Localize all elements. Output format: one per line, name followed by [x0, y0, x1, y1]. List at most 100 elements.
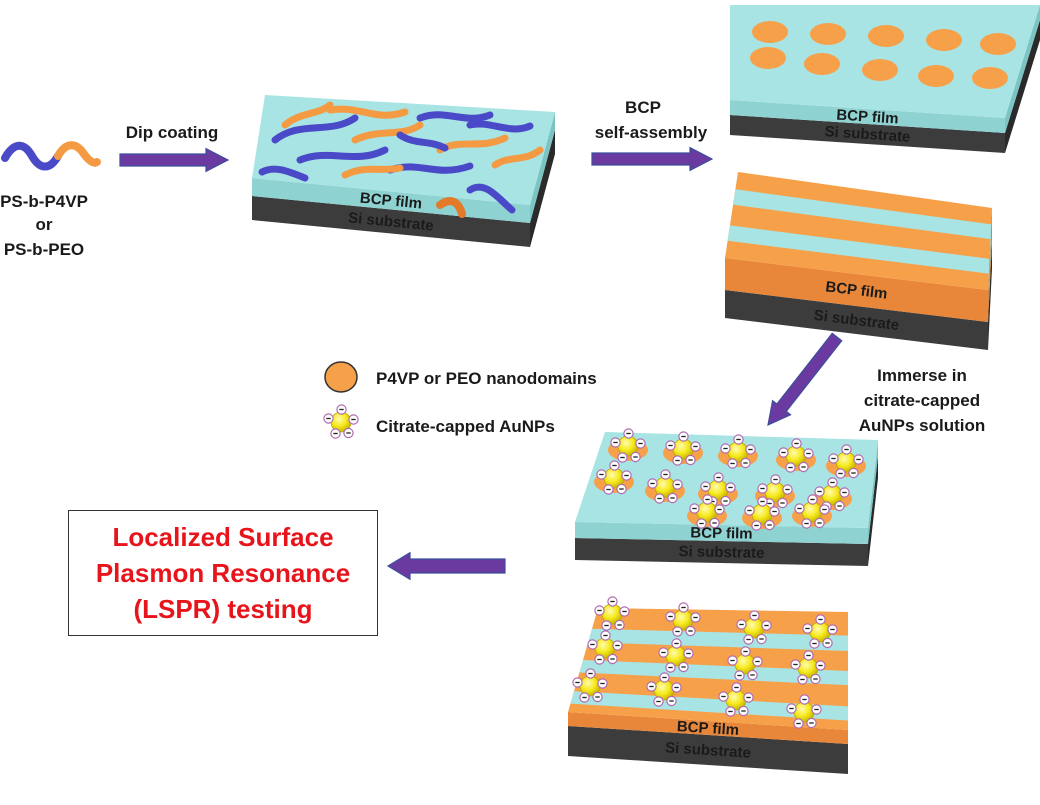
aunp-legend-icon	[323, 404, 359, 439]
aunp-particle	[663, 431, 703, 466]
aunp-particle	[727, 646, 763, 681]
polymer-chain	[436, 197, 466, 218]
nanodomain-dot	[918, 65, 954, 87]
copolymer-chain-icon	[1, 141, 101, 171]
polymer-chain	[271, 114, 359, 144]
film-side	[868, 440, 878, 544]
si-substrate-label: Si substrate	[665, 739, 752, 761]
result-line-2: Plasmon Resonance	[95, 558, 351, 588]
arrow-shape	[591, 146, 714, 172]
polymer-chain	[351, 121, 424, 144]
process-arrow	[591, 146, 714, 172]
film-front	[575, 522, 868, 544]
process-arrow	[767, 332, 843, 427]
polymer-label-or: or	[36, 215, 53, 234]
process-arrow	[386, 551, 506, 581]
cyan-stripe	[570, 691, 848, 721]
nanodomain-dot	[862, 59, 898, 81]
process-arrow	[119, 147, 230, 173]
lspr-result-box: Localized Surface Plasmon Resonance (LSP…	[68, 510, 378, 636]
film-front	[568, 712, 848, 744]
nanodomain-dot	[926, 29, 962, 51]
bcp-film-label: BCP film	[690, 524, 753, 542]
aunp-particle	[742, 496, 782, 531]
polymer-chain	[326, 105, 409, 119]
legend-aunps-label: Citrate-capped AuNPs	[376, 417, 555, 436]
substrate-front	[575, 538, 868, 566]
legend-domains-label: P4VP or PEO nanodomains	[376, 369, 597, 388]
dip-coating-label: Dip coating	[126, 123, 219, 142]
arrow-shape	[767, 332, 843, 427]
result-line-1: Localized Surface	[112, 522, 334, 552]
aunp-particle	[608, 428, 648, 463]
film-side	[1005, 5, 1040, 133]
substrate-front	[725, 290, 988, 350]
cyan-stripe	[727, 225, 990, 274]
aunp-particle	[718, 434, 758, 469]
cyan-stripe-side	[988, 258, 990, 306]
polymer-chain	[396, 131, 449, 152]
cyan-stripe	[579, 660, 848, 686]
lspr-result-text: Localized Surface Plasmon Resonance (LSP…	[96, 519, 350, 627]
immerse-label-3: AuNPs solution	[859, 416, 986, 435]
cyan-stripe	[733, 189, 992, 240]
aunp-particle	[718, 682, 754, 717]
aunp-particle	[594, 460, 634, 495]
aunp-particle	[826, 444, 866, 479]
aunp-particle	[786, 694, 822, 729]
nanodomain-dot	[810, 23, 846, 45]
polymer-chain	[281, 101, 334, 129]
bcp-film-label: BCP film	[676, 718, 739, 739]
assembly-label-2: self-assembly	[595, 123, 708, 142]
polymer-chain	[258, 165, 309, 182]
aunp-particle	[645, 469, 685, 504]
cyan-stripe-side	[990, 224, 992, 272]
aunp-particle	[572, 668, 608, 703]
substrate-front	[730, 115, 1005, 153]
polymer-chain	[466, 183, 516, 214]
result-line-3: (LSPR) testing	[133, 594, 313, 624]
nanodomain-dot	[972, 67, 1008, 89]
polymer-chain	[491, 146, 544, 169]
substrate-front	[252, 196, 530, 247]
aunp-particle	[658, 638, 694, 673]
bcp-film-label: BCP film	[836, 106, 899, 127]
cyan-stripe	[588, 628, 848, 651]
bcp-film-label: BCP film	[359, 190, 423, 213]
substrate-front	[568, 726, 848, 774]
nanodomain-dot	[750, 47, 786, 69]
substrate-side	[530, 130, 555, 247]
aunp-particle	[802, 614, 838, 649]
arrow-shape	[119, 147, 230, 173]
aunp-particle	[646, 672, 682, 707]
process-arrows	[119, 146, 843, 581]
polymer-chain	[416, 111, 494, 122]
aunp-particle	[736, 610, 772, 645]
nanodomain-dot	[868, 25, 904, 47]
polymer-chain	[466, 120, 534, 133]
nanodomain-dot	[980, 33, 1016, 55]
film-front	[725, 258, 988, 322]
film-side	[530, 112, 555, 223]
aunp-particle	[687, 494, 727, 529]
immerse-label-2: citrate-capped	[864, 391, 980, 410]
aunp-particle	[323, 404, 359, 439]
assembly-label-1: BCP	[625, 98, 661, 117]
film-front	[730, 100, 1005, 133]
polymer-chain	[296, 146, 389, 164]
polymer-label-2: PS-b-PEO	[4, 240, 84, 259]
aunp-particle	[594, 596, 630, 631]
aunp-particle	[587, 630, 623, 665]
aunp-particle	[792, 494, 832, 529]
substrate-side	[868, 456, 878, 566]
nanodomain-dot	[752, 21, 788, 43]
aunp-particle	[776, 438, 816, 473]
aunp-particle	[790, 650, 826, 685]
